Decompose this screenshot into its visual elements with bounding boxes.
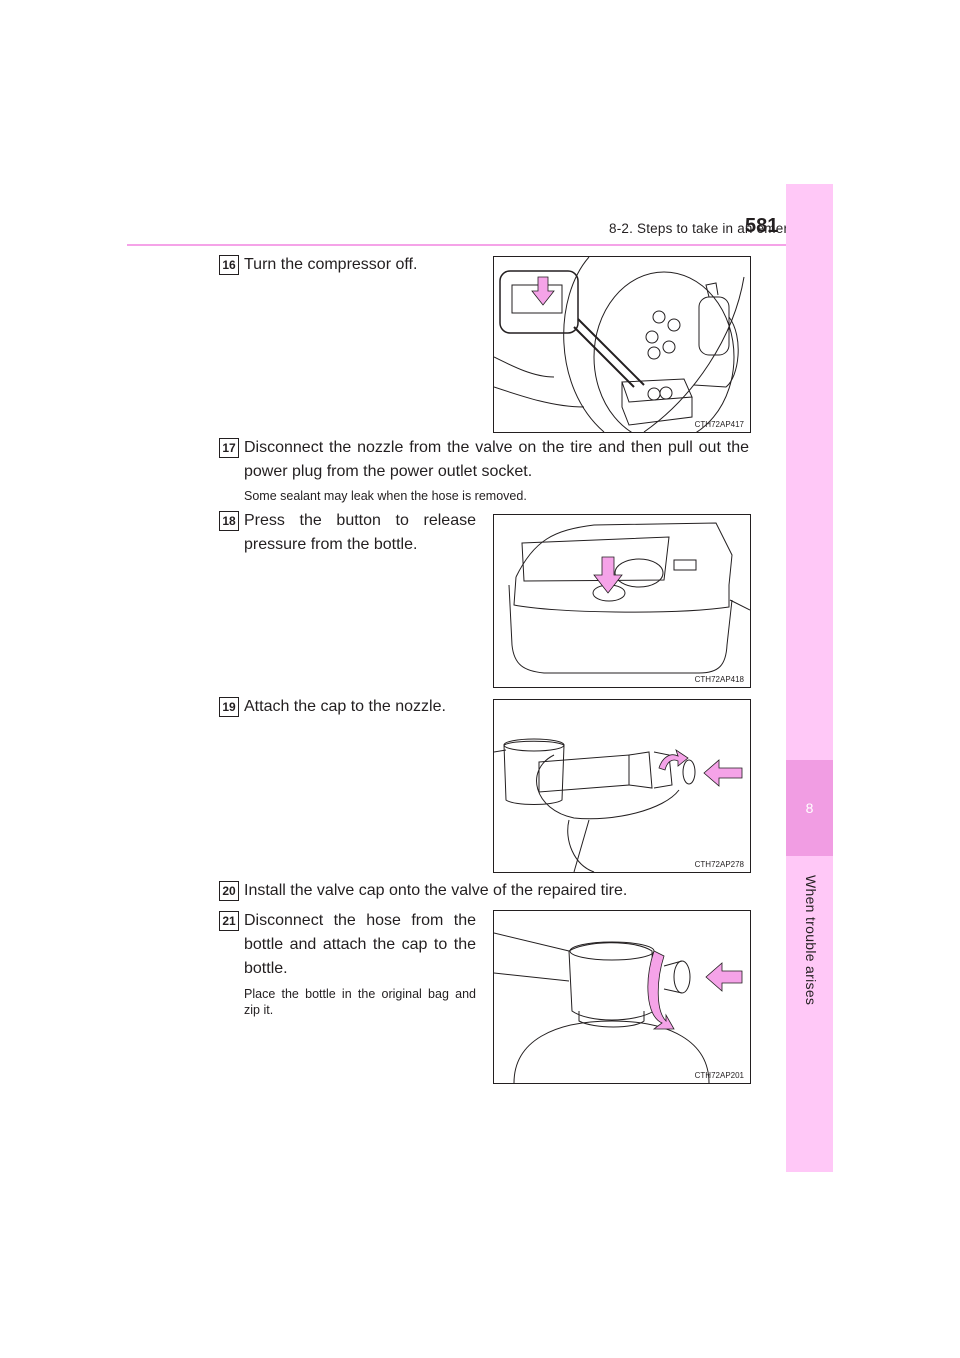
step-number-21: 21 [219,911,239,931]
section-title: 8-2. Steps to take in an emergency [609,221,826,236]
release-button-illustration [508,522,750,674]
step-number-20: 20 [219,881,239,901]
chapter-label: When trouble arises [803,875,819,1006]
chapter-number-box: 8 [786,760,833,856]
compressor-off-illustration [494,257,745,432]
figure-release-pressure: CTH72AP418 [493,514,751,688]
step-19-text: Attach the cap to the nozzle. [244,698,446,715]
figure-code: CTH72AP418 [694,675,744,684]
figure-code: CTH72AP278 [694,860,744,869]
bottle-cap-illustration [494,932,743,1083]
step-21-text: Disconnect the hose from the bottle and … [244,912,476,977]
figure-attach-cap-bottle: CTH72AP201 [493,910,751,1084]
step-18-text: Press the button to release pressure fro… [244,512,476,553]
step-16-text: Turn the compressor off. [244,256,418,273]
figure-code: CTH72AP201 [694,1071,744,1080]
step-21-note: Place the bottle in the original bag and… [244,987,476,1017]
page-number: 581 [745,215,779,237]
step-number-19: 19 [219,697,239,717]
step-20-text: Install the valve cap onto the valve of … [244,882,628,899]
step-17-text: Disconnect the nozzle from the valve on … [244,439,749,480]
figure-compressor-off: CTH72AP417 [493,256,751,433]
step-number-18: 18 [219,511,239,531]
step-number-16: 16 [219,255,239,275]
figure-attach-cap-nozzle: CTH72AP278 [493,699,751,873]
side-tab [786,184,833,1172]
header-rule [127,244,833,246]
step-number-17: 17 [219,438,239,458]
step-17-note: Some sealant may leak when the hose is r… [244,489,527,503]
figure-code: CTH72AP417 [694,420,744,429]
nozzle-cap-illustration [494,738,743,872]
